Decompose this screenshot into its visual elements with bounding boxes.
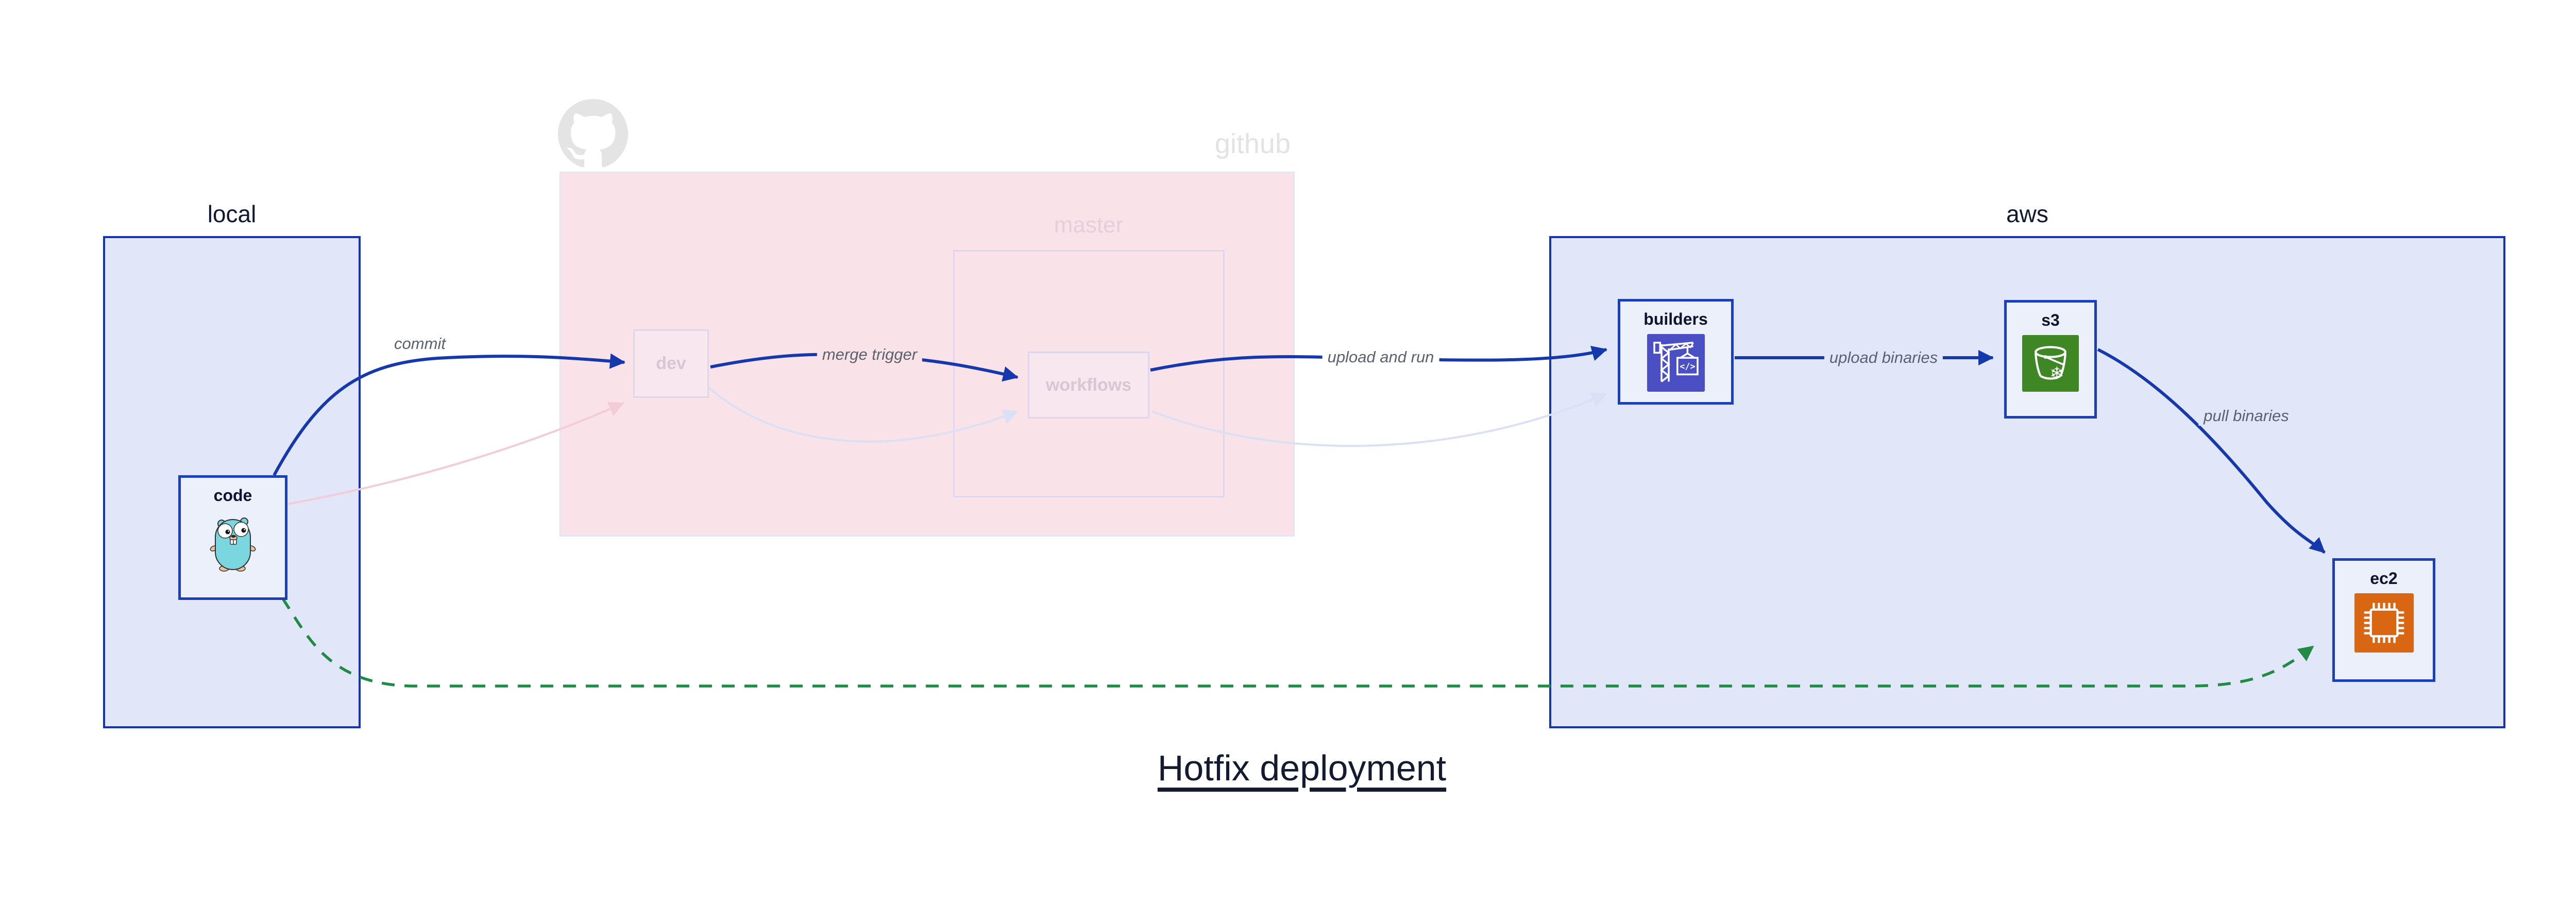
node-code-label: code [213,486,252,505]
cluster-github-label: github [1214,128,1291,159]
edge-commit-faded [287,402,624,505]
node-code: code [178,475,287,600]
node-builders: builders </> [1618,299,1734,405]
aws-codebuild-icon: </> [1647,334,1705,392]
node-builders-label: builders [1643,310,1708,328]
node-s3-label: s3 [2041,311,2060,329]
edge-commit [273,353,625,476]
node-dev-label: dev [656,354,686,373]
node-dev: dev [633,329,709,398]
svg-text:❄: ❄ [2050,363,2064,383]
cluster-master-label: master [1054,212,1124,238]
go-gopher-icon [210,517,256,572]
node-s3: s3 ❄ [2004,300,2097,419]
node-workflows: workflows [1028,352,1149,419]
edge-upload-faded [1151,392,1607,447]
edge-merge-faded [708,387,1019,443]
cluster-local-label: local [207,201,257,227]
svg-text:</>: </> [1680,361,1695,372]
edge-label-commit: commit [389,333,451,354]
edge-label-upload-binaries: upload binaries [1824,347,1943,368]
edge-label-merge-trigger: merge trigger [817,344,923,365]
node-ec2: ec2 [2332,558,2435,682]
aws-s3-icon: ❄ [2022,335,2079,392]
edge-hotfix-deploy [281,597,2314,688]
aws-ec2-icon [2354,593,2414,653]
github-octocat-icon [558,99,628,168]
diagram-title: Hotfix deployment [1157,748,1447,788]
node-ec2-label: ec2 [2370,569,2398,588]
edge-label-pull-binaries: pull binaries [2198,406,2294,426]
cluster-master [953,250,1225,497]
edge-pull-binaries [2097,348,2326,554]
edge-label-upload-and-run: upload and run [1322,347,1439,368]
node-workflows-label: workflows [1045,375,1132,395]
cluster-aws-label: aws [2006,201,2048,227]
